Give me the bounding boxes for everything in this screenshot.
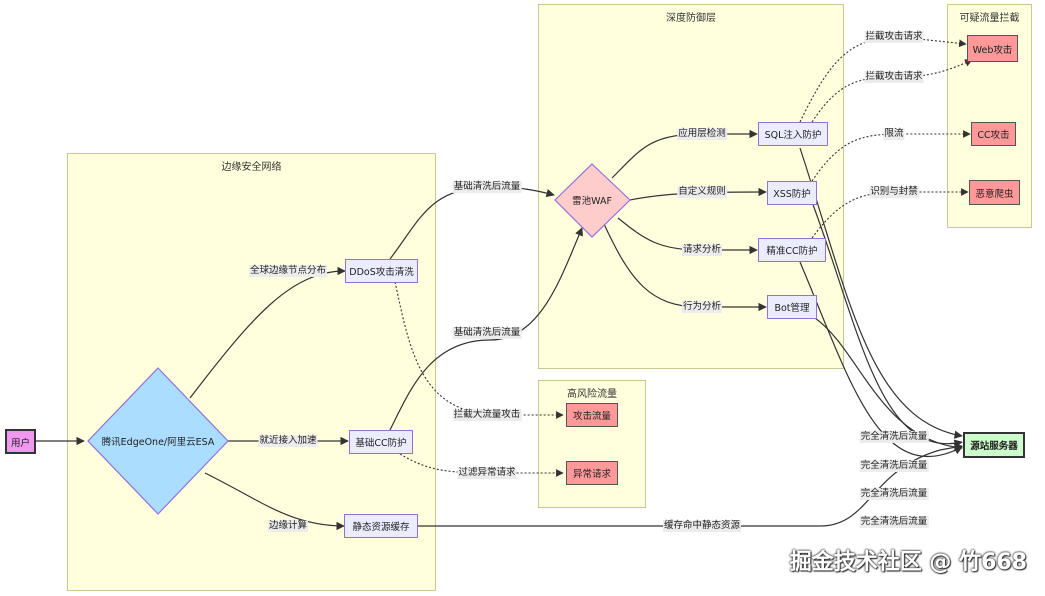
group-title-risk: 高风险流量 — [567, 389, 617, 400]
edge-ddos-waf — [389, 186, 555, 260]
edge-precise-origin — [799, 261, 963, 458]
malicious-crawler-node: 恶意爬虫 — [969, 180, 1020, 205]
group-title-block: 可疑流量拦截 — [959, 13, 1020, 24]
edge-label-custom-rules: 自定义规则 — [677, 186, 727, 198]
origin-server-node: 源站服务器 — [963, 432, 1025, 458]
basic-cc-node: 基础CC防护 — [349, 430, 413, 454]
waf-diamond — [554, 163, 631, 238]
edge-label-block-large: 拦截大流量攻击 — [452, 409, 522, 421]
edge-label-block-attack-2: 拦截攻击请求 — [864, 71, 924, 83]
edge-label-basic-clean-1: 基础清洗后流量 — [452, 181, 522, 193]
edge-edgeone-ddos — [189, 266, 346, 399]
group-high-risk: 高风险流量 — [538, 380, 646, 508]
edge-label-clean-2: 完全清洗后流量 — [859, 460, 929, 472]
bot-manage-node: Bot管理 — [767, 295, 817, 319]
xss-node: XSS防护 — [767, 181, 817, 205]
attack-traffic-node: 攻击流量 — [566, 403, 618, 427]
edge-cc-waf — [389, 227, 583, 431]
edge-label-edge-compute: 边缘计算 — [267, 520, 309, 532]
edge-label-app-layer: 应用层检测 — [677, 128, 727, 140]
edge-waf-sql — [611, 129, 758, 179]
edge-label-clean-3: 完全清洗后流量 — [859, 488, 929, 500]
edge-bot-origin — [814, 317, 963, 452]
edge-label-basic-clean-2: 基础清洗后流量 — [452, 327, 522, 339]
edgeone-node-label: 腾讯EdgeOne/阿里云ESA — [101, 437, 215, 448]
static-cache-node: 静态资源缓存 — [344, 514, 418, 538]
edge-edgeone-static — [204, 472, 345, 531]
edge-static-origin — [418, 443, 963, 527]
edge-label-filter-abnormal: 过滤异常请求 — [457, 467, 517, 479]
edge-label-clean-4: 完全清洗后流量 — [859, 516, 929, 528]
watermark-text: 掘金技术社区 @ 竹668 — [789, 550, 1027, 575]
waf-node-label: 雷池WAF — [572, 196, 612, 207]
group-title-deep: 深度防御层 — [666, 13, 716, 24]
edge-xss-ccattack — [811, 130, 971, 182]
ddos-clean-node: DDoS攻击清洗 — [345, 259, 418, 283]
edge-waf-bot — [603, 223, 767, 312]
edge-label-rate-limit: 限流 — [883, 128, 905, 140]
edge-label-nearby-access: 就近接入加速 — [258, 435, 318, 447]
edge-label-cache-hit: 缓存命中静态资源 — [662, 520, 742, 532]
edge-label-req-analysis: 请求分析 — [681, 244, 723, 256]
edge-ddos-attack — [394, 281, 564, 419]
abnormal-request-node: 异常请求 — [566, 461, 618, 485]
edge-precise-crawler — [811, 188, 969, 239]
web-attack-node: Web攻击 — [967, 35, 1018, 62]
sql-inject-node: SQL注入防护 — [758, 122, 828, 146]
edge-label-global-nodes: 全球边缘节点分布 — [248, 265, 328, 277]
edge-label-behavior: 行为分析 — [681, 301, 723, 313]
edge-sql-origin — [799, 147, 963, 439]
edge-label-identify-ban: 识别与封禁 — [869, 186, 919, 198]
precise-cc-node: 精准CC防护 — [758, 238, 826, 262]
group-title-edge: 边缘安全网络 — [221, 162, 282, 173]
edge-label-clean-1: 完全清洗后流量 — [859, 431, 929, 443]
user-node: 用户 — [5, 429, 36, 454]
edgeone-diamond — [87, 367, 229, 515]
cc-attack-node: CC攻击 — [971, 122, 1016, 146]
edge-sql-web-2 — [811, 59, 973, 123]
edge-label-block-attack-1: 拦截攻击请求 — [864, 31, 924, 43]
